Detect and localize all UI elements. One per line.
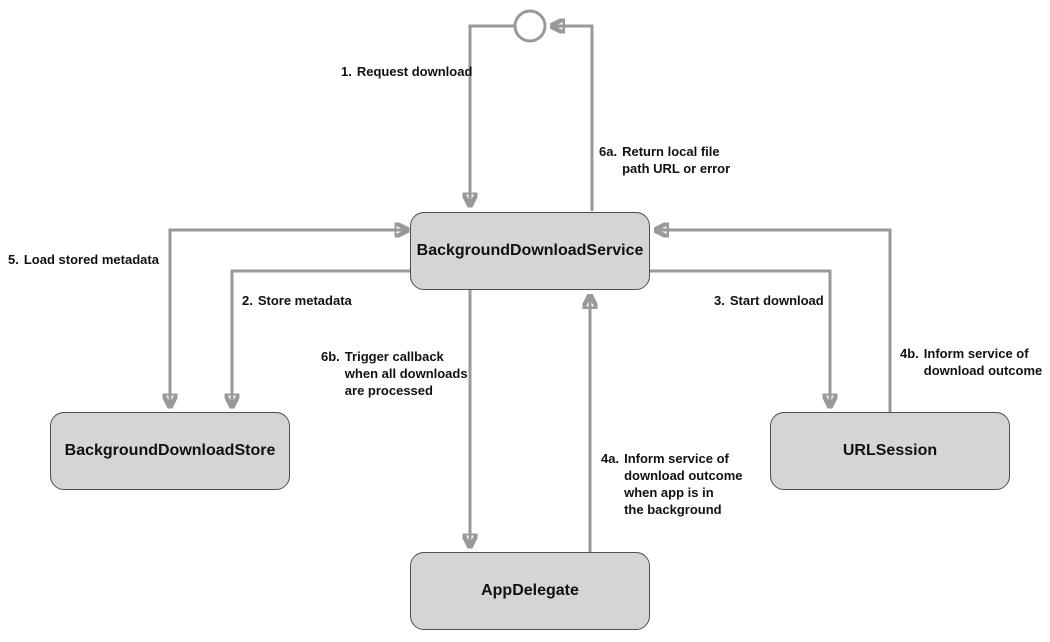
edge-label-text: Request download [356, 64, 473, 79]
edge-label-text: Load stored metadata [23, 252, 159, 267]
edge-label-store-metadata: 2. Store metadata [242, 292, 352, 309]
edge-label-return-local-file: 6a. Return local file path URL or error [599, 143, 730, 177]
edge-label-number: 4a. [601, 451, 620, 466]
edge-label-number: 1. [341, 64, 352, 79]
edge-label-text: Trigger callback when all downloads are … [344, 349, 468, 399]
edge-return-local-file [552, 26, 594, 211]
edge-label-text: Return local file path URL or error [622, 144, 731, 177]
edge-label-number: 3. [714, 293, 725, 308]
edge-label-request-download: 1. Request download [341, 63, 472, 80]
edge-load-stored-metadata [170, 230, 407, 406]
edge-label-text: Inform service of download outcome when … [624, 451, 743, 518]
edge-label-trigger-callback: 6b. Trigger callback when all downloads … [321, 348, 468, 399]
edge-label-text: Inform service of download outcome [923, 346, 1043, 379]
edge-label-inform-service-4b: 4b. Inform service of download outcome [900, 345, 1042, 379]
edge-store-metadata [232, 269, 410, 406]
edge-label-number: 5. [8, 252, 19, 267]
edge-start-download [650, 269, 830, 406]
edge-label-text: Store metadata [257, 293, 352, 308]
edge-label-load-stored-metadata: 5. Load stored metadata [8, 251, 159, 268]
edge-label-number: 2. [242, 293, 253, 308]
node-background-download-service: BackgroundDownloadService [410, 212, 650, 290]
edge-request-download [470, 24, 515, 205]
edge-label-number: 4b. [900, 346, 919, 361]
edge-label-start-download: 3. Start download [714, 292, 824, 309]
node-urlsession: URLSession [770, 412, 1010, 490]
edge-label-text: Start download [729, 293, 824, 308]
edge-label-number: 6a. [599, 144, 618, 159]
node-appdelegate: AppDelegate [410, 552, 650, 630]
node-label: URLSession [842, 442, 938, 459]
node-background-download-store: BackgroundDownloadStore [50, 412, 290, 490]
edge-label-number: 6b. [321, 349, 340, 364]
edge-inform-service-4b [656, 230, 892, 412]
node-label: BackgroundDownloadService [416, 242, 644, 259]
node-label: BackgroundDownloadStore [64, 442, 276, 459]
start-state-circle [513, 9, 547, 43]
edge-label-inform-service-4a: 4a. Inform service of download outcome w… [601, 450, 743, 519]
node-label: AppDelegate [481, 582, 579, 599]
